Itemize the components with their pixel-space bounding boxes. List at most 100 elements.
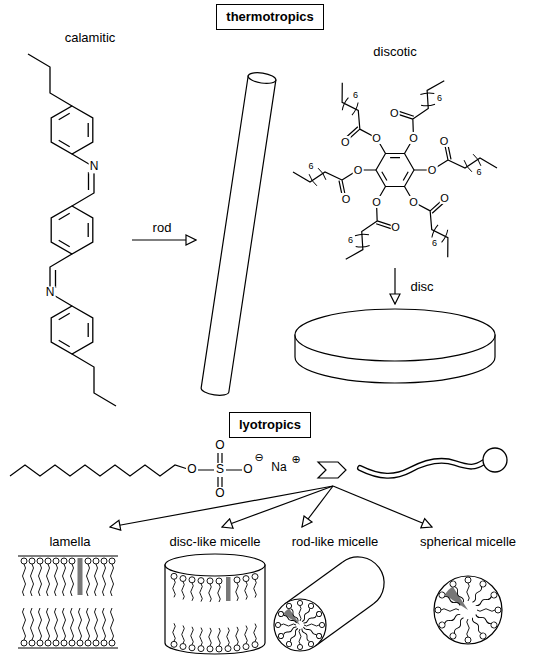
- rod-arrow: [132, 239, 196, 240]
- drawing-part: [101, 558, 107, 596]
- atom-symbol: N: [45, 286, 56, 299]
- disc-micelle-picture: [165, 554, 265, 654]
- drawing-part: [53, 558, 59, 596]
- drawing-part: [165, 554, 265, 576]
- drawing-part: [318, 81, 387, 169]
- atom-symbol: O: [439, 135, 450, 147]
- drawing-part: [189, 627, 195, 651]
- drawing-part: [109, 608, 115, 646]
- drawing-part: [198, 628, 204, 652]
- heading-text: lyotropics: [239, 417, 301, 433]
- drawing-part: [29, 558, 35, 596]
- drawing-part: [200, 76, 275, 397]
- drawing-part: [403, 172, 472, 260]
- drawing-part: [51, 206, 93, 254]
- atom-symbol: O: [214, 439, 225, 452]
- discotic-molecule: [293, 67, 497, 273]
- disc-arrow: [394, 268, 395, 304]
- class-label: calamitic: [65, 31, 116, 45]
- drawing-part: [379, 67, 448, 155]
- drawing-part: [297, 629, 302, 650]
- drawing-part: [438, 591, 462, 608]
- drawing-part: [474, 612, 498, 629]
- drawing-part: [109, 558, 115, 596]
- heading-text: thermotropics: [226, 9, 313, 25]
- drawing-part: [465, 619, 471, 643]
- drawing-part: [207, 578, 213, 602]
- heading-box: thermotropics: [216, 4, 323, 30]
- drawing-part: [470, 580, 487, 604]
- drawing-part: [61, 608, 67, 646]
- drawing-part: [93, 608, 99, 646]
- atom-symbol: O: [214, 487, 225, 500]
- drawing-part: [198, 578, 204, 602]
- drawing-part: [51, 106, 93, 154]
- drawing-part: [277, 625, 297, 640]
- atom-symbol: O: [353, 164, 364, 176]
- atom-symbol: O: [186, 463, 197, 476]
- drawing-part: [360, 461, 484, 476]
- drawing-part: [180, 626, 186, 650]
- atom-symbol: O: [408, 196, 419, 208]
- drawing-part: [21, 558, 27, 596]
- drawing-part: [101, 608, 107, 646]
- arrow-label: disc: [410, 280, 433, 294]
- phase-label: disc-like micelle: [169, 535, 260, 549]
- drawing-part: [277, 610, 297, 625]
- drawing-part: [37, 558, 43, 596]
- drawing-part: [69, 558, 75, 596]
- atom-symbol: N: [89, 160, 100, 173]
- drawing-part: [449, 616, 466, 640]
- drawing-part: [28, 54, 72, 106]
- drawing-part: [285, 602, 300, 622]
- drawing-part: [18, 647, 118, 648]
- drawing-part: [376, 154, 414, 187]
- repeat-subscript: 6: [437, 94, 442, 104]
- repeat-subscript: 6: [308, 162, 313, 172]
- atom-symbol: O: [408, 132, 419, 144]
- drawing-part: [37, 608, 43, 646]
- drawing-part: [51, 306, 93, 354]
- drawing-part: [342, 186, 411, 274]
- drawing-part: [304, 622, 325, 627]
- drawing-part: [300, 627, 315, 647]
- atom-symbol: O: [371, 132, 382, 144]
- drawing-part: [243, 626, 249, 650]
- drawing-part: [21, 608, 27, 646]
- drawing-part: [477, 607, 501, 613]
- drawing-part: [297, 600, 302, 621]
- surfactant-molecule: [10, 453, 242, 487]
- drawing-part: [18, 555, 118, 556]
- drawing-part: [61, 558, 67, 596]
- drawing-part: [216, 578, 222, 602]
- drawing-part: [226, 577, 231, 601]
- drawing-part: [10, 465, 186, 476]
- drawing-part: [72, 354, 116, 406]
- drawing-part: [225, 628, 231, 652]
- atom-symbol: O: [439, 192, 450, 204]
- drawing-part: [198, 453, 242, 487]
- atom-symbol: O: [242, 463, 253, 476]
- drawing-part: [295, 309, 495, 361]
- atom-symbol: S: [215, 463, 225, 476]
- drawing-part: [29, 608, 35, 646]
- class-label: discotic: [373, 45, 416, 59]
- charge-symbol: ⊕: [291, 453, 300, 465]
- drawing-part: [78, 558, 83, 595]
- drawing-part: [247, 71, 276, 85]
- drawing-part: [300, 602, 315, 622]
- phase-label: spherical micelle: [420, 535, 516, 549]
- rod-micelle-picture: [274, 557, 384, 651]
- chevron-arrow: [318, 462, 346, 478]
- drawing-part: [285, 562, 343, 604]
- drawing-part: [69, 608, 75, 646]
- drawing-part: [285, 627, 300, 647]
- drawing-part: [222, 486, 333, 527]
- drawing-part: [216, 628, 222, 652]
- drawing-part: [55, 270, 56, 288]
- repeat-subscript: 6: [432, 239, 437, 249]
- drawing-part: [360, 461, 484, 476]
- spherical-micelle-picture: [434, 576, 502, 644]
